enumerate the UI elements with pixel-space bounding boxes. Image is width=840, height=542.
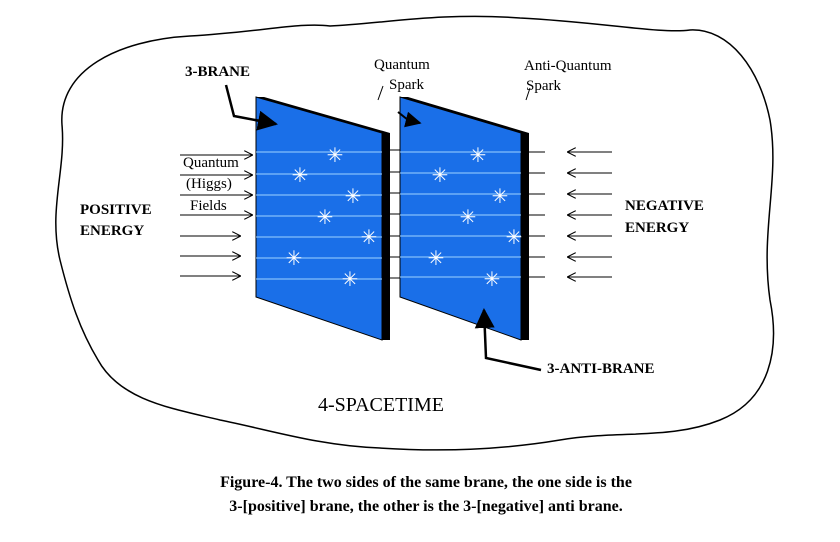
asterisk-spark-icon: ✳ — [342, 267, 359, 291]
caption-line-1: Figure-4. The two sides of the same bran… — [220, 474, 632, 491]
anti-quantum-spark-label-1: Anti-Quantum — [524, 58, 612, 74]
anti-brane-top-arrow — [397, 111, 422, 128]
anti-brane-pointer-arrow — [474, 308, 542, 372]
quantum-spark-pointer — [377, 85, 384, 101]
asterisk-spark-icon: ✳ — [432, 163, 449, 187]
right-field-stubs — [529, 151, 545, 278]
higgs-fields-label-1: Quantum — [183, 155, 239, 171]
brane-pointer-arrow — [224, 84, 278, 131]
quantum-spark-label-2: Spark — [389, 77, 424, 93]
higgs-fields-label-2: (Higgs) — [186, 176, 232, 192]
spacetime-boundary — [55, 15, 775, 451]
asterisk-spark-icon: ✳ — [345, 184, 362, 208]
negative-energy-label-2: ENERGY — [625, 220, 689, 236]
asterisk-spark-icon: ✳ — [361, 225, 378, 249]
anti-quantum-sparks: ✳ ✳ ✳ ✳ ✳ ✳ ✳ — [428, 143, 523, 291]
asterisk-spark-icon: ✳ — [292, 163, 309, 187]
positive-energy-label-1: POSITIVE — [80, 202, 152, 218]
asterisk-spark-icon: ✳ — [484, 267, 501, 291]
asterisk-spark-icon: ✳ — [317, 205, 334, 229]
anti-brane-label: 3-ANTI-BRANE — [547, 361, 655, 377]
brane-plate — [255, 96, 390, 341]
asterisk-spark-icon: ✳ — [470, 143, 487, 167]
anti-brane-plate — [399, 96, 529, 341]
asterisk-spark-icon: ✳ — [286, 246, 303, 270]
asterisk-spark-icon: ✳ — [327, 143, 344, 167]
asterisk-spark-icon: ✳ — [428, 246, 445, 270]
asterisk-spark-icon: ✳ — [460, 205, 477, 229]
quantum-sparks: ✳ ✳ ✳ ✳ ✳ ✳ ✳ — [286, 143, 378, 291]
positive-energy-label-2: ENERGY — [80, 223, 144, 239]
asterisk-spark-icon: ✳ — [506, 225, 523, 249]
asterisk-spark-icon: ✳ — [492, 184, 509, 208]
negative-energy-arrows — [568, 152, 612, 277]
anti-quantum-spark-label-2: Spark — [526, 78, 561, 94]
negative-energy-label-1: NEGATIVE — [625, 198, 704, 214]
quantum-spark-label-1: Quantum — [374, 57, 430, 73]
anti-quantum-spark-pointer — [525, 87, 531, 101]
positive-energy-arrows — [180, 155, 252, 276]
caption-line-2: 3-[positive] brane, the other is the 3-[… — [229, 498, 622, 515]
brane-label: 3-BRANE — [185, 64, 250, 80]
higgs-fields-label-3: Fields — [190, 198, 227, 214]
spacetime-label: 4-SPACETIME — [318, 394, 444, 416]
